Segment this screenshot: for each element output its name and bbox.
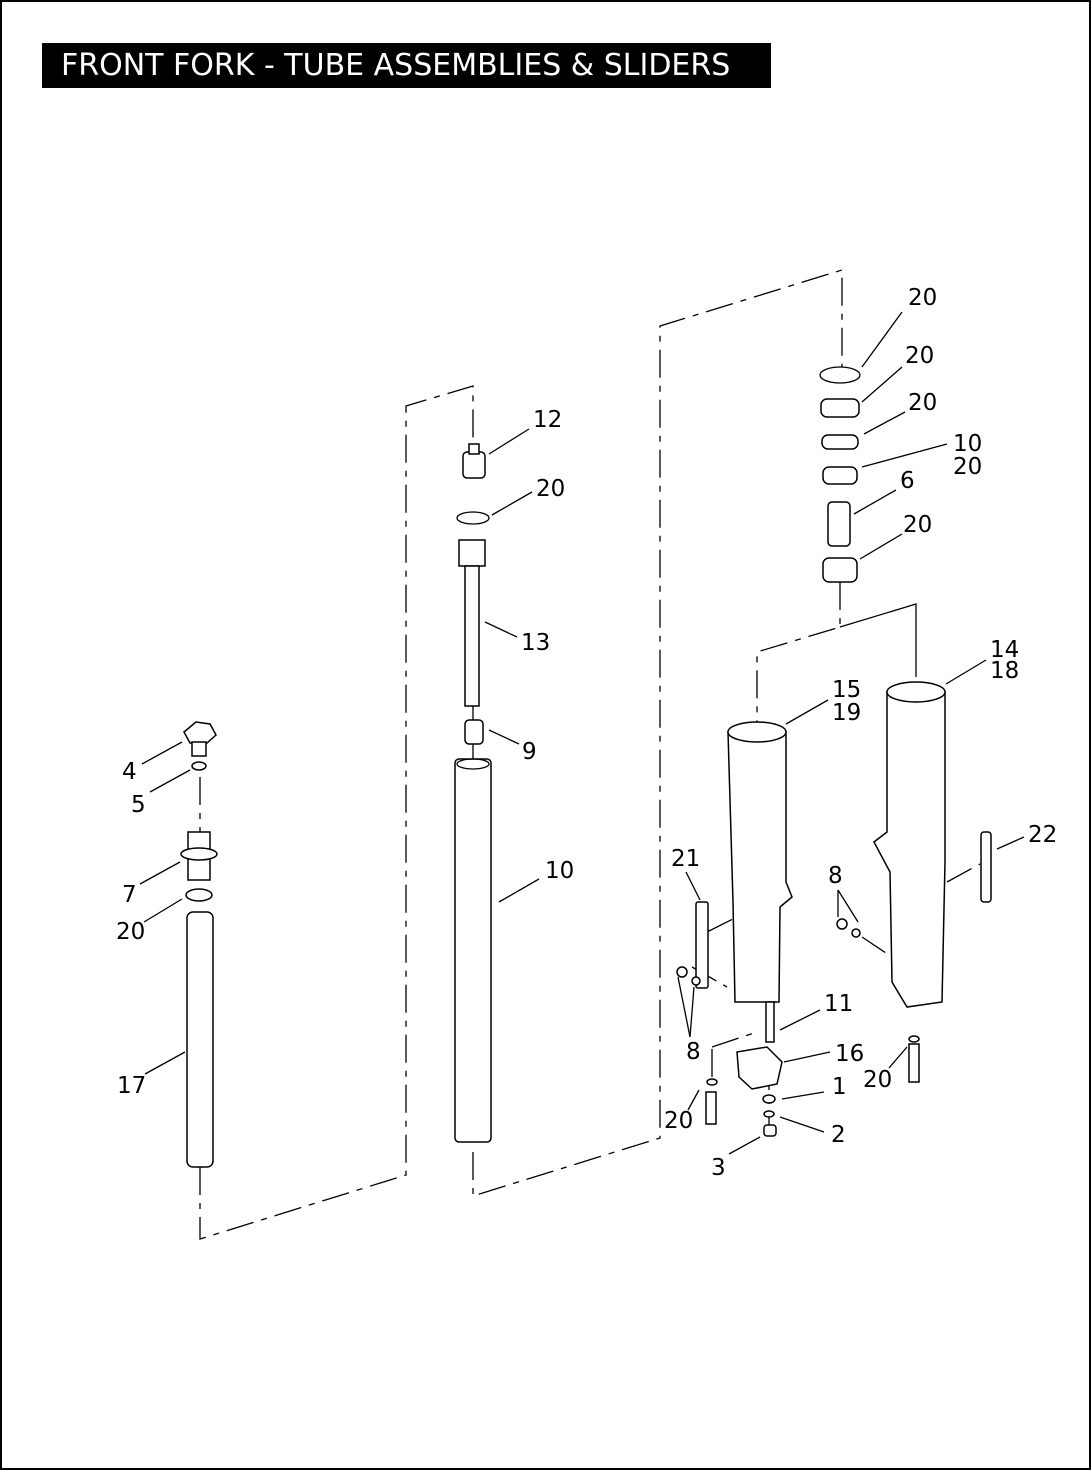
callout-label: 18: [990, 658, 1019, 684]
damper-tube-part: [458, 539, 486, 567]
callout-label: 16: [835, 1041, 864, 1067]
callout-label: 1: [832, 1074, 847, 1100]
bushing-part: [827, 501, 851, 547]
slider-group: [676, 681, 992, 1137]
callout-labels: 20 20 20 10 20 6 20 12 20 13 9 10 4 5 7 …: [116, 285, 1057, 1181]
callout-label: 8: [686, 1039, 701, 1065]
page-title: FRONT FORK - TUBE ASSEMBLIES & SLIDERS: [42, 43, 771, 88]
callout-label: 7: [122, 882, 137, 908]
bolt-part: [183, 721, 217, 744]
fork-spring-group: [180, 721, 218, 1168]
callout-label: 2: [831, 1122, 846, 1148]
nameplate-part: [695, 901, 709, 989]
rebound-spring-part: [464, 719, 484, 745]
callout-label: 13: [521, 630, 550, 656]
left-slider-part: [727, 731, 793, 1003]
reflector-part: [980, 831, 992, 903]
assembly-lines: [199, 269, 981, 1240]
seal-bushing-group: [819, 366, 861, 583]
callout-label: 20: [908, 285, 937, 311]
callout-label: 8: [828, 863, 843, 889]
right-slider-part: [873, 691, 946, 1008]
callout-label: 6: [900, 468, 915, 494]
callout-label: 20: [116, 919, 145, 945]
callout-label: 10: [545, 858, 574, 884]
spring-part: [186, 911, 214, 1168]
callout-label: 20: [905, 343, 934, 369]
callout-label: 9: [522, 739, 537, 765]
callout-label: 17: [117, 1073, 146, 1099]
cap-part: [462, 451, 486, 479]
callout-label: 11: [824, 991, 853, 1017]
callout-label: 20: [908, 390, 937, 416]
callout-label: 22: [1028, 822, 1057, 848]
callout-label: 20: [863, 1067, 892, 1093]
callout-label: 20: [953, 454, 982, 480]
callout-label: 10: [953, 431, 982, 457]
leader-lines: [139, 311, 1025, 1155]
callout-label: 20: [903, 512, 932, 538]
callout-label: 20: [664, 1108, 693, 1134]
callout-label: 5: [131, 792, 146, 818]
o-ring-part: [191, 761, 207, 771]
axle-cap-part: [736, 1046, 783, 1090]
callout-label: 12: [533, 407, 562, 433]
callout-label: 21: [671, 846, 700, 872]
callout-label: 14: [990, 637, 1019, 663]
callout-label: 20: [536, 476, 565, 502]
fork-tube-part: [454, 758, 492, 1143]
callout-label: 3: [711, 1155, 726, 1181]
callout-label: 15: [832, 677, 861, 703]
damper-tube-group: [454, 443, 492, 1143]
callout-label: 19: [832, 700, 861, 726]
callout-label: 4: [122, 759, 137, 785]
